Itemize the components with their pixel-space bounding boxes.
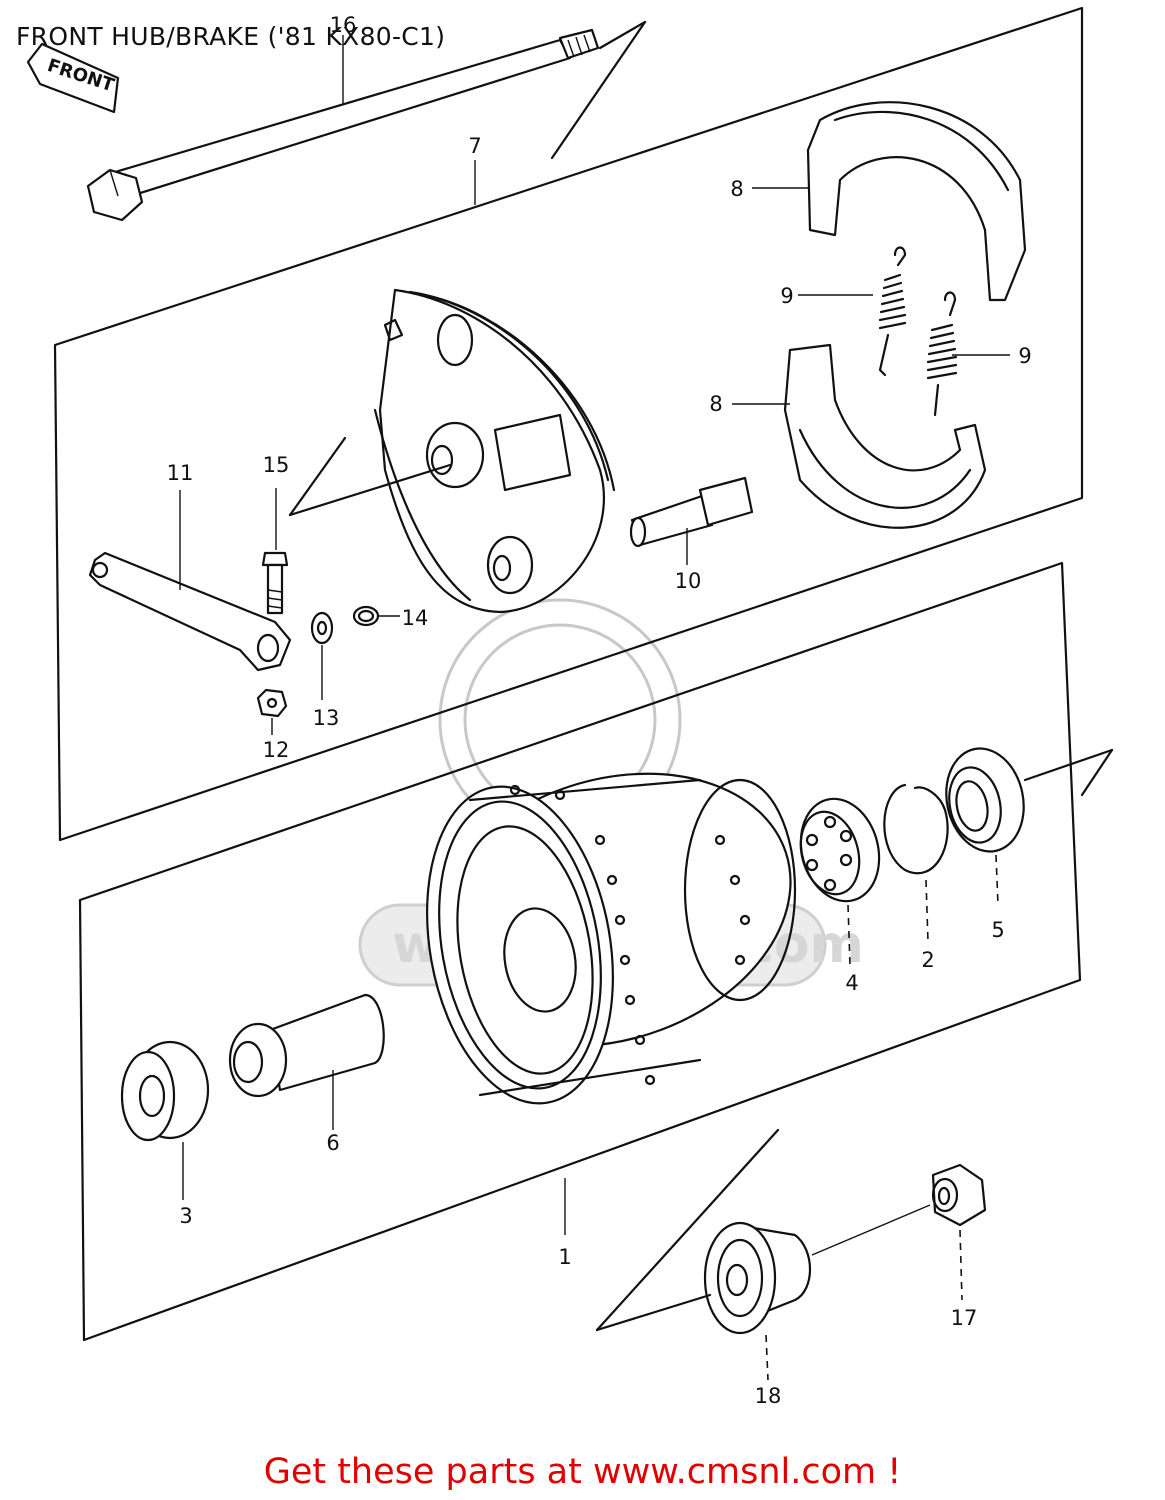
callout-17: 17 [951,1306,978,1330]
brake-shoe-lower [783,343,987,529]
diagram-title: FRONT HUB/BRAKE ('81 KX80-C1) [16,22,446,51]
brake-lever [88,551,292,672]
leader-2 [925,879,929,943]
callout-13: 13 [313,706,340,730]
brake-panel [373,288,616,614]
brake-spring-right [926,291,958,417]
callout-9a: 9 [780,284,793,308]
leader-17 [959,1229,963,1301]
lever-washer [310,611,334,645]
callout-14: 14 [402,606,429,630]
brake-spring-left [878,246,907,377]
callout-10: 10 [675,569,702,593]
oring [352,605,380,627]
callout-2: 2 [921,948,934,972]
leader-5 [995,854,999,906]
callout-12: 12 [263,738,290,762]
oil-seal [945,747,1025,853]
axle-collar [703,1221,812,1335]
callout-6: 6 [326,1131,339,1155]
callout-7: 7 [468,134,481,158]
front-direction-arrow: FRONT [26,42,120,114]
callout-5: 5 [991,918,1004,942]
hub-panel-outline [78,561,1082,1342]
callout-4: 4 [845,971,858,995]
guide-line [288,463,452,517]
bearing-right [799,797,881,903]
bearing-left [120,1040,210,1142]
leader-4 [847,904,851,966]
front-hub [426,772,797,1105]
guide-line [1080,748,1114,797]
front-axle [86,28,600,222]
lever-bolt [261,551,289,615]
guide-line [1023,748,1114,782]
guide-line [595,1128,780,1332]
axle-nut [931,1163,987,1227]
callout-11: 11 [167,461,194,485]
brake-shoe-upper [806,101,1027,302]
guide-line [288,436,347,517]
callout-1: 1 [558,1245,571,1269]
leader-18 [765,1334,769,1381]
brake-panel-outline [53,6,1084,842]
callout-8a: 8 [730,177,743,201]
collar-guide-line [811,1204,931,1256]
callout-18: 18 [755,1384,782,1408]
callout-16: 16 [330,13,357,37]
callout-9b: 9 [1018,344,1031,368]
footer-link-text[interactable]: Get these parts at www.cmsnl.com ! [263,1452,902,1492]
callout-3: 3 [179,1204,192,1228]
brake-cam [629,476,754,548]
callout-15: 15 [263,453,290,477]
callout-8b: 8 [709,392,722,416]
circlip [883,783,949,875]
axle-guide-line [598,20,647,50]
lever-nut [256,688,288,718]
hub-spacer [228,993,385,1098]
axle-guide-line [550,20,647,160]
guide-line [595,1293,712,1332]
